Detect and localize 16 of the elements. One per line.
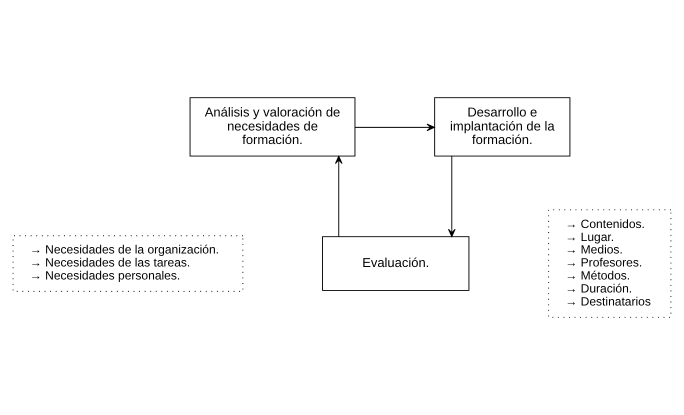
node-label: → Profesores.	[565, 256, 642, 270]
node-label: → Contenidos.	[565, 216, 645, 231]
node-label: → Duración.	[565, 282, 632, 296]
node-box: Desarrollo e implantación de la formación.	[434, 97, 570, 157]
node-label: → Métodos.	[565, 268, 630, 283]
node-label: → Necesidades de las tareas.	[30, 256, 190, 270]
node-box: Análisis y valoración de necesidades de formación.	[190, 97, 356, 157]
node-box: Evaluación.	[322, 236, 470, 291]
arrow	[448, 156, 456, 238]
node-label: → Necesidades personales.	[30, 268, 180, 283]
arrow	[334, 156, 343, 238]
node-label: → Medios.	[565, 242, 623, 257]
node-label: → Destinatarios	[565, 294, 651, 309]
node-label: → Lugar.	[565, 230, 614, 244]
node-label: → Necesidades de la organización.	[30, 242, 220, 257]
arrow	[354, 124, 435, 132]
